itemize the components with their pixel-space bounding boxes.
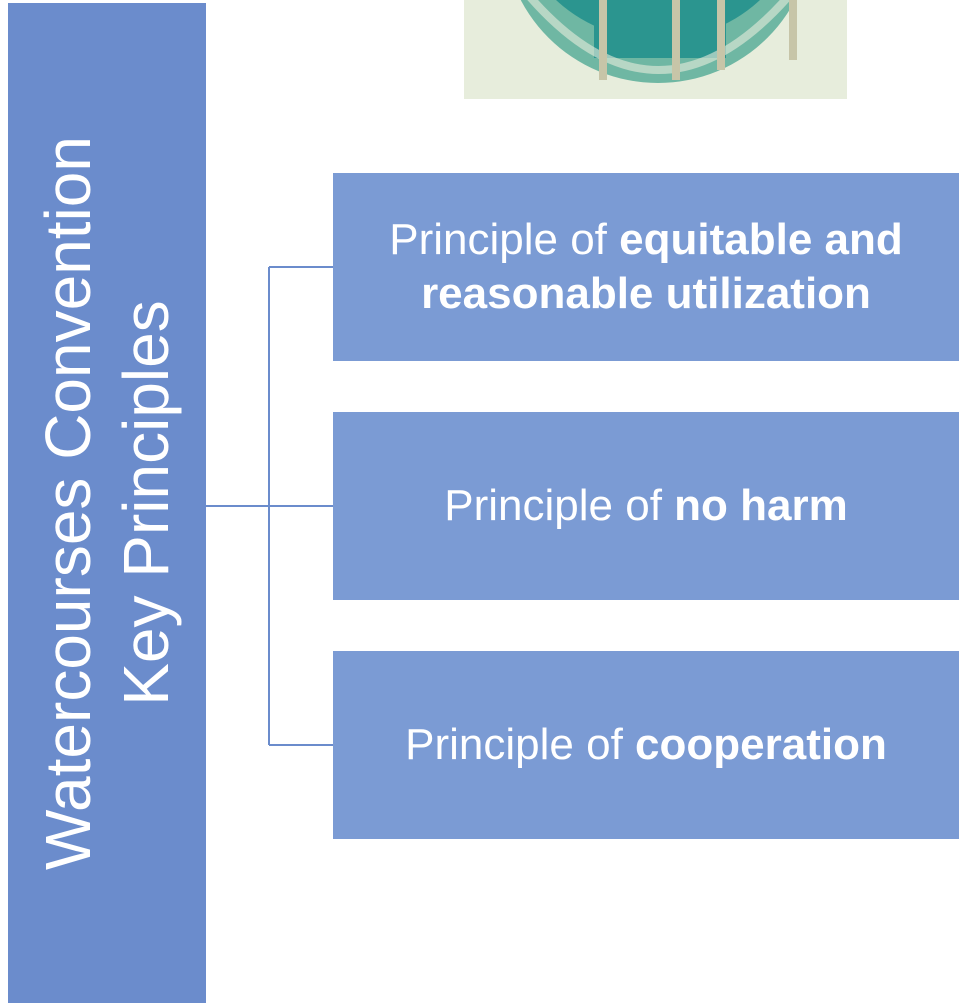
principle-prefix: Principle of — [444, 481, 675, 530]
principle-node-no-harm: Principle of no harm — [333, 412, 959, 600]
principle-label: Principle of equitable and reasonable ut… — [337, 213, 955, 321]
header-illustration — [464, 0, 847, 99]
principle-label: Principle of cooperation — [405, 718, 887, 772]
principle-emphasis: no harm — [674, 481, 848, 530]
principle-emphasis: equitable and reasonable utilization — [421, 215, 903, 318]
principle-label: Principle of no harm — [444, 479, 847, 533]
principle-node-equitable-utilization: Principle of equitable and reasonable ut… — [333, 173, 959, 361]
water-globe-icon — [464, 0, 847, 99]
principle-prefix: Principle of — [405, 720, 636, 769]
root-node — [8, 3, 206, 1003]
principle-prefix: Principle of — [389, 215, 620, 264]
principle-node-cooperation: Principle of cooperation — [333, 651, 959, 839]
principle-emphasis: cooperation — [635, 720, 887, 769]
